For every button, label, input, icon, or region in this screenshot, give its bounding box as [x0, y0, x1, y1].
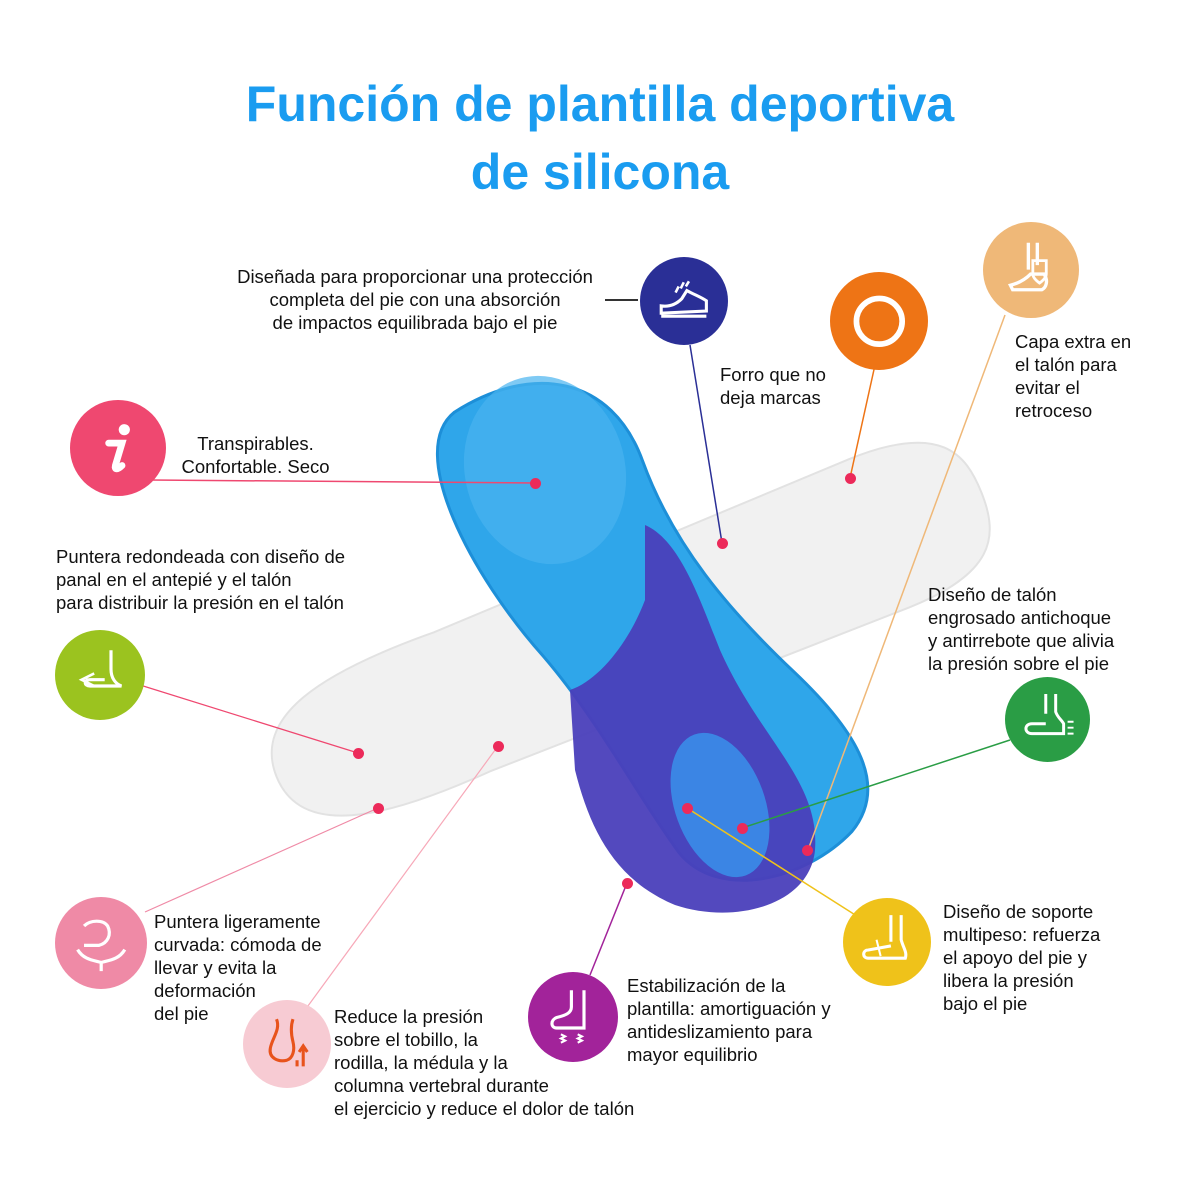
ring-icon: [830, 272, 928, 370]
feature-label-breathable: Transpirables. Confortable. Seco: [181, 433, 330, 477]
marker-dot: [845, 473, 856, 484]
marker-dot: [802, 845, 813, 856]
sneaker-icon: [640, 257, 728, 345]
foot-curve-icon: [55, 897, 147, 989]
marker-dot: [373, 803, 384, 814]
heel-shield-icon: [983, 222, 1079, 318]
marker-dot: [530, 478, 541, 489]
feature-label-protection: Diseñada para proporcionar una protecció…: [237, 266, 593, 333]
page-title: Función de plantilla deportiva de silico…: [0, 70, 1200, 206]
info-icon: [70, 400, 166, 496]
feature-label-multiweight: Diseño de soporte multipeso: refuerza el…: [943, 901, 1101, 1014]
feature-label-curved-toe: Puntera ligeramente curvada: cómoda de l…: [154, 911, 322, 1024]
title-line-1: Función de plantilla deportiva: [245, 76, 955, 132]
marker-dot: [737, 823, 748, 834]
marker-dot: [353, 748, 364, 759]
marker-dot: [682, 803, 693, 814]
feature-label-honeycomb: Puntera redondeada con diseño de panal e…: [56, 546, 346, 613]
marker-dot: [622, 878, 633, 889]
feature-label-thick-heel: Diseño de talón engrosado antichoque y a…: [928, 584, 1115, 674]
foot-springs-icon: [528, 972, 618, 1062]
marker-dot: [493, 741, 504, 752]
feature-label-stabilization: Estabilización de la plantilla: amortigu…: [627, 975, 831, 1065]
foot-arrows-icon: [55, 630, 145, 720]
title-line-2: de silicona: [470, 144, 730, 200]
foot-shock-icon: [1005, 677, 1090, 762]
leg-arrows-icon: [243, 1000, 331, 1088]
marker-dot: [717, 538, 728, 549]
feature-label-lining: Forro que no deja marcas: [720, 364, 826, 408]
feature-label-heel-layer: Capa extra en el talón para evitar el re…: [1015, 331, 1132, 421]
feature-label-pressure: Reduce la presión sobre el tobillo, la r…: [334, 1006, 635, 1119]
foot-support-icon: [843, 898, 931, 986]
